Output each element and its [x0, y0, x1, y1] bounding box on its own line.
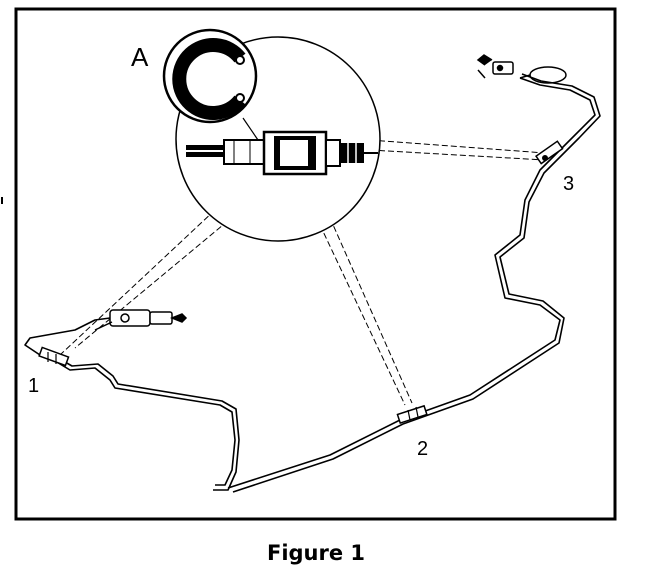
fitting-2	[396, 404, 428, 425]
master-cylinder	[94, 309, 188, 331]
marker-label-2: 2	[417, 438, 428, 460]
fitting-3	[535, 140, 564, 165]
marker-label-3: 3	[563, 173, 574, 195]
reservoir-assembly	[476, 54, 567, 84]
marker-label-1: 1	[28, 375, 39, 397]
projection-lines	[59, 139, 546, 406]
brake-line	[24, 73, 601, 493]
figure-caption: Figure 1	[267, 541, 365, 565]
fitting-1	[38, 346, 70, 367]
inset-clip-circle	[162, 28, 259, 141]
figure-frame	[14, 7, 617, 521]
callout-letter-a: A	[131, 42, 149, 72]
